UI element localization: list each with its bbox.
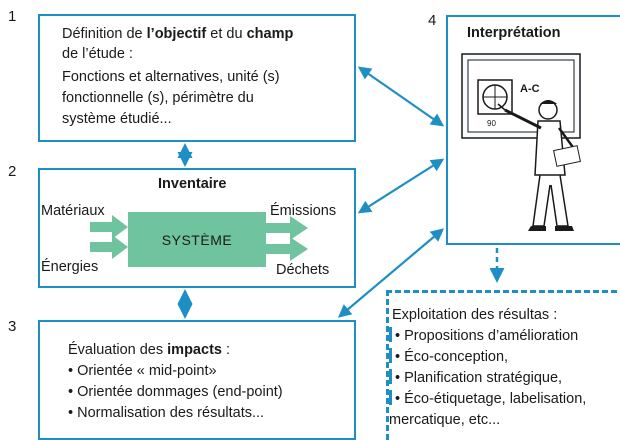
step1-line4: fonctionnelle (s), périmètre du [62,90,254,106]
output-emissions: Émissions [270,203,337,219]
system-block: SYSTÈME [128,212,266,267]
bullet-bar [389,390,392,405]
step3-item-1: • Orientée « mid-point» [68,363,217,379]
system-label: SYSTÈME [161,231,233,248]
step-number-2: 2 [8,163,17,180]
step3-line1-post: : [221,342,231,358]
step-box-objectif [38,14,356,142]
step1-line2: de l’étude : [62,46,133,62]
step1-line5: système étudié... [62,111,172,127]
exploitation-item: • Éco-étiquetage, labelisation, [389,390,586,409]
exploitation-item: • Planification stratégique, [389,369,562,388]
diagram-overlay: A-C 90 [90,53,581,319]
step3-line1: Évaluation des impacts : [68,341,230,360]
presenter-illustration-icon: A-C 90 [461,53,581,231]
exploitation-item-text: • Planification stratégique, [395,370,563,386]
step1-objectif-bold: l’objectif [146,26,207,42]
exploitation-item: mercatique, etc... [389,411,500,430]
step1-line3: Fonctions et alternatives, unité (s) [62,69,280,85]
step1-champ-bold: champ [246,26,294,42]
board-text: A-C [520,83,540,95]
step1-line1-pre: Définition de [62,26,147,42]
interpretation-title: Interprétation [467,25,561,41]
input-energies: Énergies [41,259,99,275]
input-arrows [90,215,128,259]
output-dechets: Déchets [276,262,330,278]
arrow-2-4 [357,158,445,214]
output-arrow-dechets [266,237,308,261]
arrow-1-4 [357,66,445,127]
bullet-bar [389,327,392,342]
step3-item-3: • Normalisation des résultats... [68,405,265,421]
exploitation-item: • Éco-conception, [389,348,508,367]
bullet-bar [389,348,392,363]
exploitation-item-text: • Propositions d’amélioration [395,328,579,344]
exploitation-item-text: • Éco-conception, [395,349,509,365]
step3-line1-pre: Évaluation des [68,342,168,358]
input-materiaux: Matériaux [41,203,105,219]
exploitation-item-text: mercatique, etc... [389,412,501,428]
step-number-4: 4 [428,12,437,29]
exploitation-item-text: • Éco-étiquetage, labelisation, [395,391,587,407]
step-box-impacts [38,320,356,440]
step1-line1-mid: et du [206,26,247,42]
bullet-bar [389,369,392,384]
input-arrow-materiaux [90,215,128,239]
step3-impacts-bold: impacts [167,342,222,358]
output-arrow-emissions [266,216,308,240]
exploitation-box [386,290,620,440]
input-arrow-energies [90,235,128,259]
arrow-3-4 [337,228,445,318]
board-small-text: 90 [487,119,496,128]
step1-line1: Définition de l’objectif et du champ [62,25,293,44]
output-arrows [266,216,308,261]
step-number-3: 3 [8,318,17,335]
step3-item-2: • Orientée dommages (end-point) [68,384,283,400]
exploitation-item: • Propositions d’amélioration [389,327,578,346]
step-number-1: 1 [8,8,17,25]
inventaire-title: Inventaire [158,176,227,192]
